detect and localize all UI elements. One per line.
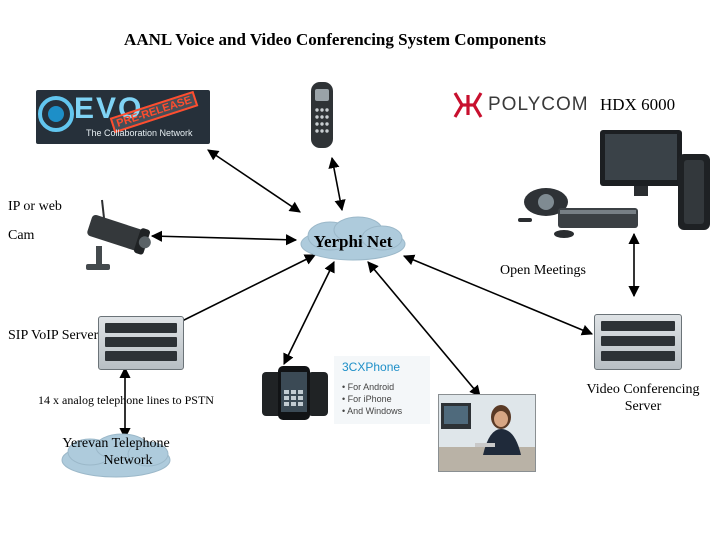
cloud-shape-icon [61, 433, 171, 478]
ip-cam-label-line2: Cam [8, 228, 35, 243]
3cx-item-iphone: • For iPhone [342, 394, 392, 404]
yerphi-net-cloud: Yerphi Net [298, 214, 408, 264]
cloud-shape-icon [300, 216, 406, 261]
link-vcserver-hub [402, 254, 594, 336]
diagram-title: AANL Voice and Video Conferencing System… [124, 30, 546, 49]
polycom-mark-icon [453, 92, 483, 118]
3cx-title: 3CXPhone [342, 360, 401, 374]
3cx-item-windows: • And Windows [342, 406, 403, 416]
pstn-label-line1: Yerevan Telephone [62, 436, 170, 451]
link-phone-hub [328, 156, 346, 212]
pstn-label-line2: Network [103, 453, 153, 468]
link-camera-hub [150, 230, 298, 246]
3cx-item-android: • For Android [342, 382, 395, 392]
polycom-brand: POLYCOM [488, 94, 589, 115]
ip-camera-icon [76, 198, 154, 272]
polycom-model: HDX 6000 [600, 95, 676, 114]
3cx-phones-icon [260, 362, 330, 422]
vc-server-label-line2: Server [624, 399, 662, 414]
evo-logo-text: EVO [74, 92, 144, 125]
evo-logo: EVO PRE-RELEASE The Collaboration Networ… [36, 90, 210, 144]
ip-cam-label-line1: IP or web [8, 199, 62, 214]
cordless-phone-icon [308, 80, 336, 150]
user-at-desk-photo [438, 394, 536, 472]
vc-server-icon [594, 314, 682, 370]
vc-server-label-line1: Video Conferencing [586, 382, 700, 397]
polycom-logo: POLYCOM [452, 90, 592, 120]
link-sip-hub [170, 254, 317, 327]
sip-server-label: SIP VoIP Server [8, 328, 99, 343]
evo-tagline: The Collaboration Network [86, 128, 193, 138]
link-3cx-hub [283, 260, 335, 366]
analog-lines-label: 14 x analog telephone lines to PSTN [38, 393, 214, 407]
yerphi-net-label: Yerphi Net [313, 232, 393, 251]
polycom-hdx-equipment-icon [498, 124, 718, 242]
3cx-info-box: 3CXPhone • For Android • For iPhone • An… [334, 356, 430, 424]
pstn-cloud: Yerevan Telephone Network [60, 432, 172, 480]
sip-server-icon [98, 316, 184, 370]
link-evo-hub [207, 149, 301, 213]
evo-swirl-icon [38, 96, 74, 132]
open-meetings-label: Open Meetings [500, 263, 586, 278]
